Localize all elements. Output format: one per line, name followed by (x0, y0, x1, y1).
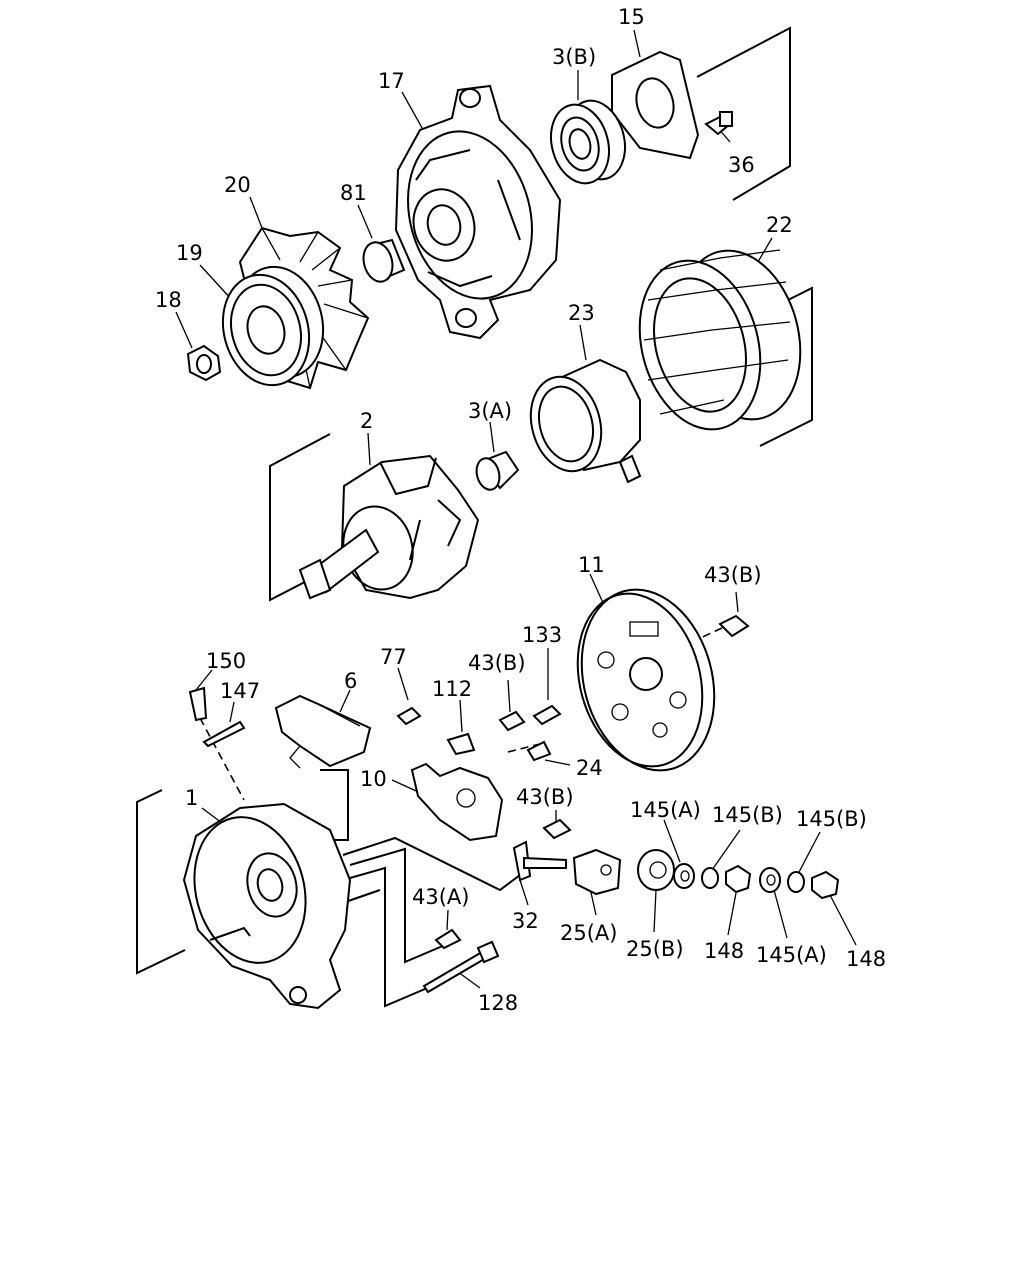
part-23-ring (529, 358, 642, 484)
label-part-147: 147 (220, 679, 260, 703)
part-24-screw (526, 740, 552, 762)
part-112-plate (446, 732, 476, 756)
part-133-screw (532, 704, 562, 726)
label-part-19: 19 (176, 241, 203, 265)
label-part-24: 24 (576, 756, 603, 780)
label-part-112: 112 (432, 677, 472, 701)
part-3b-bearing (550, 99, 626, 185)
label-part-36: 36 (728, 153, 755, 177)
label-part-11: 11 (578, 553, 605, 577)
label-part-10: 10 (360, 767, 387, 791)
part-18-nut (186, 344, 222, 382)
part-77-screw (396, 706, 422, 726)
label-part-25a: 25(A) (560, 921, 617, 945)
label-part-145b-2: 145(B) (796, 807, 867, 831)
label-part-25b: 25(B) (626, 937, 684, 961)
part-22-stator (638, 249, 802, 431)
part-17-front-housing (394, 84, 562, 340)
label-part-43b-upper: 43(B) (704, 563, 762, 587)
part-10-rectifier (410, 762, 504, 842)
label-part-3b-top: 3(B) (552, 45, 596, 69)
part-145b-washer-1 (701, 867, 719, 889)
part-145a-washer-1 (673, 863, 695, 889)
part-25a-insulator (572, 848, 622, 896)
part-3a-bushing (475, 450, 520, 491)
label-part-2: 2 (360, 409, 373, 433)
part-145a-washer-2 (759, 867, 781, 893)
part-150-screw (188, 686, 208, 722)
label-part-145a-2: 145(A) (756, 943, 827, 967)
label-part-150: 150 (206, 649, 246, 673)
label-part-22: 22 (766, 213, 793, 237)
label-part-77: 77 (380, 645, 407, 669)
label-part-145b-1: 145(B) (712, 803, 783, 827)
label-part-148-1: 148 (704, 939, 744, 963)
part-11-rear-cover (576, 588, 716, 772)
label-part-23: 23 (568, 301, 595, 325)
part-145b-washer-2 (787, 871, 805, 893)
part-147-pin (202, 720, 246, 748)
part-labels: 15 3(B) 17 36 20 81 19 18 22 23 2 3(A) 1… (155, 5, 886, 1015)
label-part-17: 17 (378, 69, 405, 93)
label-part-43a: 43(A) (412, 885, 469, 909)
label-part-20: 20 (224, 173, 251, 197)
label-part-81: 81 (340, 181, 367, 205)
bracket-lines (136, 26, 813, 1008)
part-36-bolt (704, 111, 733, 136)
label-part-1: 1 (185, 786, 198, 810)
part-43b-bolt-lower (542, 818, 572, 840)
part-6-regulator (274, 694, 372, 769)
label-part-6: 6 (344, 669, 357, 693)
leader-lines (175, 29, 857, 989)
part-148-nut-1 (725, 864, 752, 894)
label-part-133: 133 (522, 623, 562, 647)
part-43a-bolt (434, 928, 462, 950)
part-25b-washer (637, 849, 675, 891)
label-part-18: 18 (155, 288, 182, 312)
part-32-terminal (512, 840, 567, 882)
part-1-rear-housing (182, 802, 352, 1010)
part-148-nut-2 (811, 870, 840, 900)
label-part-148-2: 148 (846, 947, 886, 971)
part-81-collar (362, 238, 406, 283)
label-part-15: 15 (618, 5, 645, 29)
part-43b-bolt-upper (718, 614, 750, 638)
label-part-32: 32 (512, 909, 539, 933)
part-43b-bolt-middle (498, 710, 526, 732)
part-2-rotor (298, 454, 480, 600)
label-part-128: 128 (478, 991, 518, 1015)
label-part-43b-middle: 43(B) (468, 651, 526, 675)
label-part-145a-1: 145(A) (630, 798, 701, 822)
part-19-pulley (221, 265, 325, 387)
label-part-43b-lower: 43(B) (516, 785, 574, 809)
part-128-through-bolt (422, 940, 500, 994)
label-part-3a: 3(A) (468, 399, 512, 423)
